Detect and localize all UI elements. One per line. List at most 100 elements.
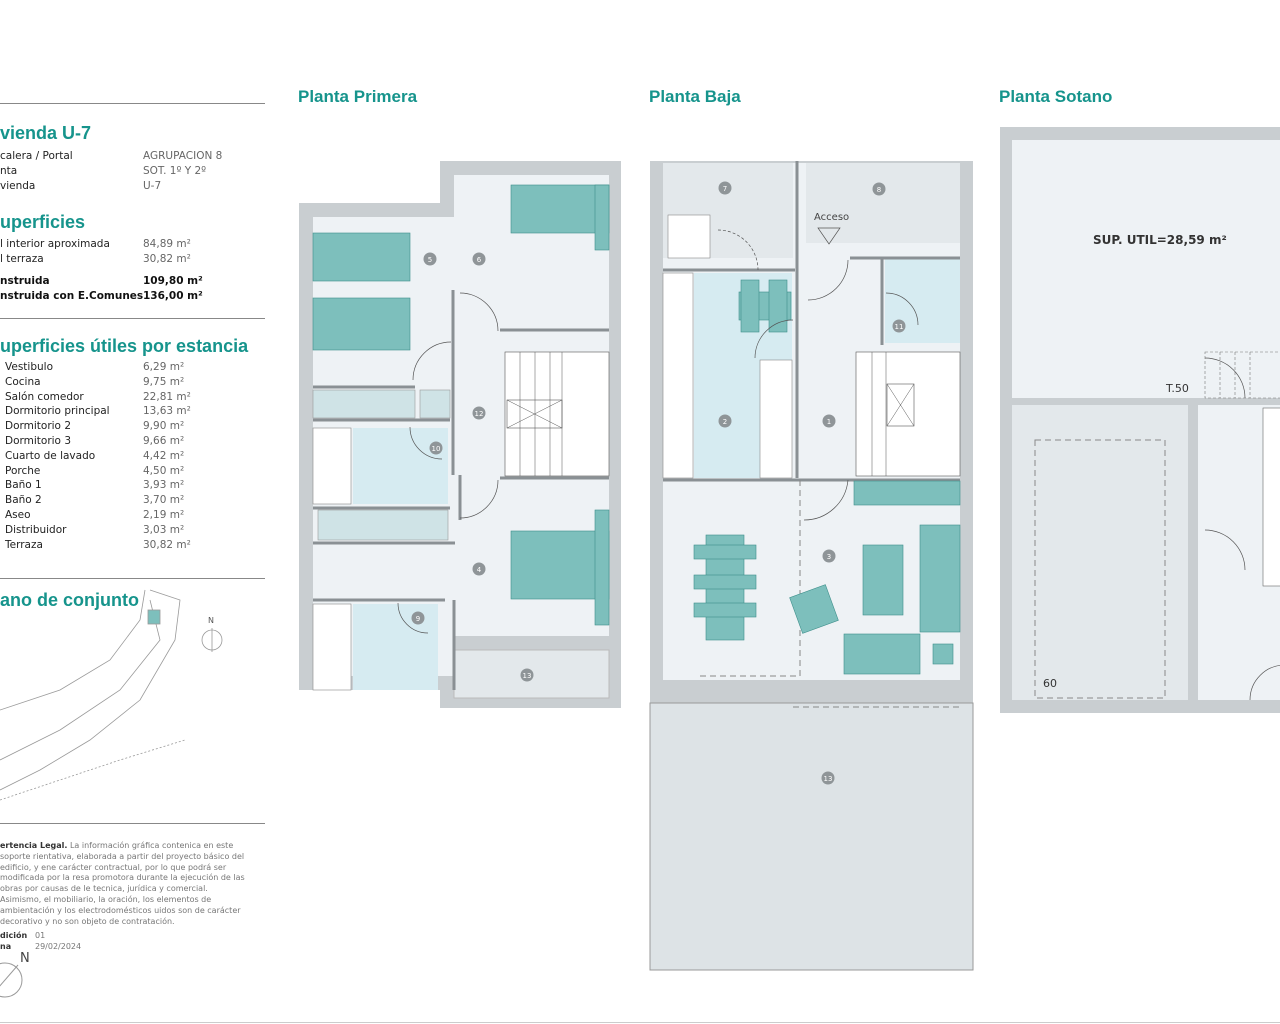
- conjunto-title: ano de conjunto: [0, 590, 139, 610]
- row-label: Baño 2: [5, 494, 42, 507]
- row-value: AGRUPACION 8: [143, 150, 223, 162]
- row-label: Aseo: [5, 509, 31, 521]
- row-value: 84,89 m²: [143, 238, 191, 250]
- plan-title-baja: Planta Baja: [649, 87, 741, 106]
- row-value: 3,70 m²: [143, 494, 185, 507]
- edicion-label: dición: [0, 931, 28, 940]
- north-label: N: [20, 951, 30, 966]
- unit-title: vienda U-7: [0, 123, 92, 143]
- estancias-title: uperficies útiles por estancia: [0, 336, 249, 356]
- row-label: Vestibulo: [5, 361, 53, 373]
- row-value: 30,82 m²: [143, 538, 191, 551]
- level-label: T.50: [1166, 382, 1189, 395]
- plan-primera: [299, 161, 621, 708]
- room-number: 9: [416, 615, 420, 623]
- room-badge: [718, 181, 732, 195]
- room-badge: [472, 562, 486, 576]
- row-label: Dormitorio 2: [5, 420, 72, 433]
- access-arrow-icon: [817, 227, 841, 245]
- row-label: l interior aproximada: [0, 238, 110, 250]
- room-number: 12: [475, 410, 484, 418]
- room-number: 10: [432, 445, 441, 453]
- site-plan: [0, 589, 223, 801]
- row-value: 4,42 m²: [143, 449, 185, 462]
- plan-title-sotano: Planta Sotano: [999, 87, 1113, 106]
- legal-text: La información gráfica contenica en este…: [0, 841, 245, 926]
- row-value: 3,03 m²: [143, 523, 185, 536]
- row-label: nstruida: [0, 275, 50, 287]
- room-number: 7: [723, 185, 727, 193]
- row-label: nta: [0, 164, 18, 177]
- access-label: Acceso: [814, 212, 850, 223]
- room-number: 1: [827, 418, 831, 426]
- divider: [0, 823, 265, 824]
- row-label: nstruida con E.Comunes: [0, 290, 144, 302]
- room-number: 4: [477, 566, 482, 574]
- site-north-label: N: [208, 616, 214, 625]
- row-value: SOT. 1º Y 2º: [143, 164, 207, 177]
- row-label: Terraza: [5, 538, 43, 551]
- divider: [0, 578, 265, 579]
- row-label: Dormitorio 3: [5, 435, 72, 447]
- parking-label: 60: [1043, 677, 1057, 690]
- room-badge: [822, 549, 836, 563]
- plan-title-primera: Planta Primera: [298, 87, 418, 106]
- room-number: 6: [477, 256, 482, 264]
- row-label: vienda: [0, 179, 36, 192]
- room-badge: [423, 252, 437, 266]
- row-label: Cuarto de lavado: [5, 449, 96, 462]
- divider: [0, 318, 265, 319]
- room-badge: [472, 252, 486, 266]
- row-value: 22,81 m²: [143, 390, 191, 403]
- legal-notice: ertencia Legal. La información gráfica c…: [0, 841, 250, 927]
- footer-divider: [0, 1022, 1280, 1023]
- row-value: 13,63 m²: [143, 405, 191, 418]
- row-value: 109,80 m²: [143, 275, 203, 287]
- room-badge: [821, 771, 835, 785]
- room-number: 11: [895, 323, 904, 331]
- divider: [0, 103, 265, 104]
- room-number: 13: [523, 672, 532, 680]
- row-value: 9,75 m²: [143, 375, 185, 388]
- room-number: 3: [827, 553, 831, 561]
- room-badge: [872, 182, 886, 196]
- row-label: calera / Portal: [0, 150, 73, 162]
- room-badge: [411, 611, 425, 625]
- row-value: 6,29 m²: [143, 361, 185, 373]
- superficies-title: uperficies: [0, 212, 86, 232]
- room-badge: [429, 441, 443, 455]
- edicion-value: 01: [35, 931, 46, 940]
- plan-baja: [649, 161, 974, 971]
- room-badge: [822, 414, 836, 428]
- row-value: 4,50 m²: [143, 464, 185, 477]
- room-number: 13: [824, 775, 833, 783]
- row-label: Baño 1: [5, 479, 42, 492]
- room-badge: [718, 414, 732, 428]
- north-arrow-icon: [0, 962, 23, 998]
- row-label: Cocina: [5, 375, 41, 388]
- row-value: 9,66 m²: [143, 435, 185, 447]
- row-value: U-7: [143, 179, 162, 192]
- row-value: 2,19 m²: [143, 509, 185, 521]
- fecha-value: 29/02/2024: [35, 942, 82, 951]
- room-badge: [892, 319, 906, 333]
- room-badge: [520, 668, 534, 682]
- legal-heading: ertencia Legal.: [0, 841, 68, 850]
- plan-sotano: [1000, 127, 1280, 713]
- room-number: 2: [723, 418, 727, 426]
- row-label: Salón comedor: [5, 390, 84, 403]
- room-badge: [472, 406, 486, 420]
- row-value: 3,93 m²: [143, 479, 185, 492]
- row-label: Distribuidor: [5, 523, 67, 536]
- fecha-label: na: [0, 942, 12, 951]
- row-label: l terraza: [0, 253, 44, 265]
- row-value: 30,82 m²: [143, 253, 191, 265]
- sotano-area-label: SUP. UTIL=28,59 m²: [1093, 233, 1227, 247]
- row-value: 9,90 m²: [143, 420, 185, 433]
- row-label: Porche: [5, 464, 41, 477]
- row-label: Dormitorio principal: [5, 405, 110, 418]
- row-value: 136,00 m²: [143, 290, 203, 302]
- room-number: 5: [428, 256, 432, 264]
- room-number: 8: [877, 186, 881, 194]
